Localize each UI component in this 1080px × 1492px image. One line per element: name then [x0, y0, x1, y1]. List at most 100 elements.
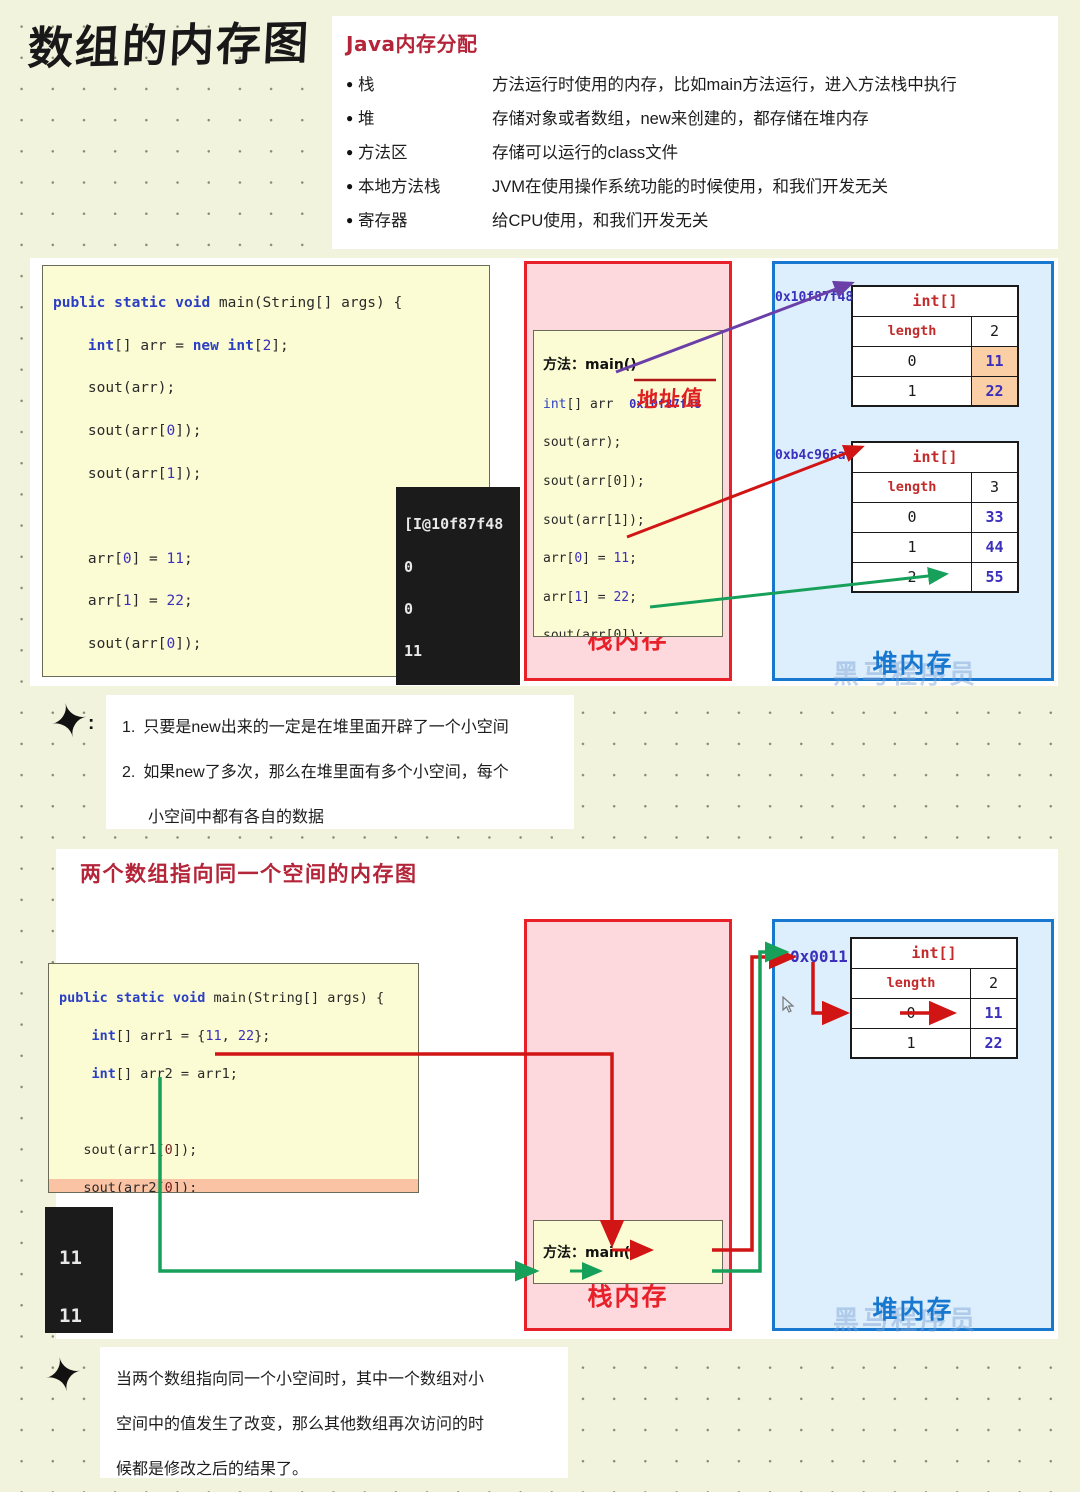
heap-table-row: 1 44	[852, 532, 1018, 562]
console-line: 22	[404, 684, 520, 685]
code-line: public static void main(String[] args) {	[53, 293, 489, 314]
heap-value: 11	[972, 346, 1019, 376]
section1-stack-code: 方法：main() int[] arr 0x10f87f48 sout(arr)…	[533, 330, 723, 637]
stack-code-line: arr[1] = 22;	[543, 588, 722, 607]
allocation-term: 栈	[358, 71, 492, 95]
allocation-row: ● 寄存器 给CPU使用，和我们开发无关	[346, 207, 1058, 241]
heap-value: 55	[972, 562, 1019, 592]
heap-memory-label: 堆内存	[775, 1290, 1051, 1326]
console-line: 11	[59, 1302, 113, 1331]
stack-code-line: sout(arr[0]);	[543, 626, 722, 637]
heap-table-row: 1 22	[852, 376, 1018, 406]
allocation-term: 本地方法栈	[358, 173, 492, 197]
heap-length-label: length	[852, 472, 972, 502]
section2-title: 两个数组指向同一个空间的内存图	[80, 858, 418, 888]
note-line: 候都是修改之后的结果了。	[116, 1447, 552, 1492]
page-title: 数组的内存图	[26, 11, 330, 83]
heap-address-label: 0x0011	[790, 947, 848, 966]
section1-notes-box: 1. 只要是new出来的一定是在堆里面开辟了一个小空间 2. 如果new了多次，那么…	[106, 695, 574, 829]
bullet-icon: ●	[346, 180, 358, 192]
star-icon-2: ✦	[40, 1348, 87, 1401]
note-number: 1.	[122, 719, 135, 736]
console-line: 0	[404, 599, 520, 620]
bullet-icon: ●	[346, 214, 358, 226]
stack-code-line: sout(arr);	[543, 433, 722, 452]
stack-method-title: 方法：main()	[543, 356, 722, 375]
note-line: 2. 如果new了多次，那么在堆里面有多个小空间，每个	[122, 750, 558, 795]
section2-code-block: public static void main(String[] args) {…	[48, 963, 419, 1193]
console-line: 0	[404, 557, 520, 578]
note-line: 当两个数组指向同一个小空间时，其中一个数组对小	[116, 1357, 552, 1402]
allocation-term: 方法区	[358, 139, 492, 163]
section2-stack-code: 方法：main() int[] arr1 0x0011 int[] arr2 0…	[533, 1220, 723, 1284]
star-colon-1: :	[88, 713, 94, 735]
note-number: 2.	[122, 764, 135, 781]
allocation-row: ● 本地方法栈 JVM在使用操作系统功能的时候使用，和我们开发无关	[346, 173, 1058, 207]
mouse-cursor-icon	[782, 996, 796, 1014]
section1-console-output: [I@10f87f48 0 0 11 22 ------- [I@b4c966a…	[396, 487, 520, 685]
bullet-icon: ●	[346, 78, 358, 90]
heap-address-label-1: 0x10f87f48	[775, 290, 853, 305]
allocation-desc: 存储可以运行的class文件	[492, 139, 678, 163]
heap-value: 11	[971, 998, 1018, 1028]
heap-value: 22	[972, 376, 1019, 406]
heap-table-row: 0 11	[852, 346, 1018, 376]
allocation-desc: 方法运行时使用的内存，比如main方法运行，进入方法栈中执行	[492, 71, 957, 95]
note-line: 1. 只要是new出来的一定是在堆里面开辟了一个小空间	[122, 705, 558, 750]
star-icon-1: ✦	[46, 694, 93, 747]
stack-code-line: int[] arr1 0x0011	[543, 1283, 722, 1284]
allocation-desc: JVM在使用操作系统功能的时候使用，和我们开发无关	[492, 173, 888, 197]
note-line: 小空间中都有各自的数据	[122, 795, 558, 840]
console-line: 11	[404, 641, 520, 662]
stack-code-line: sout(arr[0]);	[543, 472, 722, 491]
heap-table-type: int[]	[851, 938, 1017, 968]
heap-index: 0	[852, 346, 972, 376]
code-line: sout(arr1[0]);	[59, 1141, 418, 1160]
heap-index: 0	[852, 502, 972, 532]
allocation-title: Java内存分配	[346, 28, 1058, 57]
code-line: int[] arr = new int[2];	[53, 336, 489, 357]
heap-index: 2	[852, 562, 972, 592]
code-line: sout(arr);	[53, 378, 489, 399]
allocation-desc: 存储对象或者数组，new来创建的，都存储在堆内存	[492, 105, 869, 129]
code-line: int[] arr1 = {11, 22};	[59, 1027, 418, 1046]
stack-code-line: arr[0] = 11;	[543, 549, 722, 568]
heap-address-label-2: 0xb4c966a	[775, 448, 845, 463]
note-text: 如果new了多次，那么在堆里面有多个小空间，每个	[143, 764, 508, 781]
code-line: public static void main(String[] args) {	[59, 989, 418, 1008]
heap-table-row: 2 55	[852, 562, 1018, 592]
heap-table-type: int[]	[852, 442, 1018, 472]
code-line: int[] arr2 = arr1;	[59, 1065, 418, 1084]
code-line: sout(arr[0]);	[53, 421, 489, 442]
allocation-desc: 给CPU使用，和我们开发无关	[492, 207, 708, 231]
bullet-icon: ●	[346, 112, 358, 124]
heap-index: 1	[851, 1028, 971, 1058]
console-line: 11	[59, 1244, 113, 1273]
heap-value: 22	[971, 1028, 1018, 1058]
note-text: 小空间中都有各自的数据	[148, 809, 324, 826]
heap-index: 1	[852, 532, 972, 562]
heap-table-arr: int[] length 2 0 11 1 22	[851, 285, 1019, 407]
console-line: [I@10f87f48	[404, 514, 520, 535]
section2-console-output: 11 11 33 33	[45, 1207, 113, 1333]
allocation-term: 堆	[358, 105, 492, 129]
heap-table-row: 0 33	[852, 502, 1018, 532]
heap-length-value: 3	[972, 472, 1019, 502]
heap-length-label: length	[852, 316, 972, 346]
allocation-row: ● 方法区 存储可以运行的class文件	[346, 139, 1058, 173]
code-line: sout(arr[1]);	[53, 464, 489, 485]
heap-table-shared: int[] length 2 0 11 1 22	[850, 937, 1018, 1059]
allocation-row: ● 栈 方法运行时使用的内存，比如main方法运行，进入方法栈中执行	[346, 71, 1058, 105]
code-line	[59, 1103, 418, 1122]
bullet-icon: ●	[346, 146, 358, 158]
code-line-highlighted: sout(arr2[0]);	[49, 1179, 418, 1193]
address-value-annotation: 地址值	[636, 382, 704, 414]
heap-value: 33	[972, 502, 1019, 532]
java-memory-allocation-card: Java内存分配 ● 栈 方法运行时使用的内存，比如main方法运行，进入方法栈…	[332, 16, 1058, 249]
heap-table-type: int[]	[852, 286, 1018, 316]
note-text: 只要是new出来的一定是在堆里面开辟了一个小空间	[143, 719, 508, 736]
section2-note-box: 当两个数组指向同一个小空间时，其中一个数组对小 空间中的值发生了改变，那么其他数…	[100, 1347, 568, 1478]
heap-table-arr2: int[] length 3 0 33 1 44 2 55	[851, 441, 1019, 593]
note-line: 空间中的值发生了改变，那么其他数组再次访问的时	[116, 1402, 552, 1447]
stack-code-line: sout(arr[1]);	[543, 511, 722, 530]
